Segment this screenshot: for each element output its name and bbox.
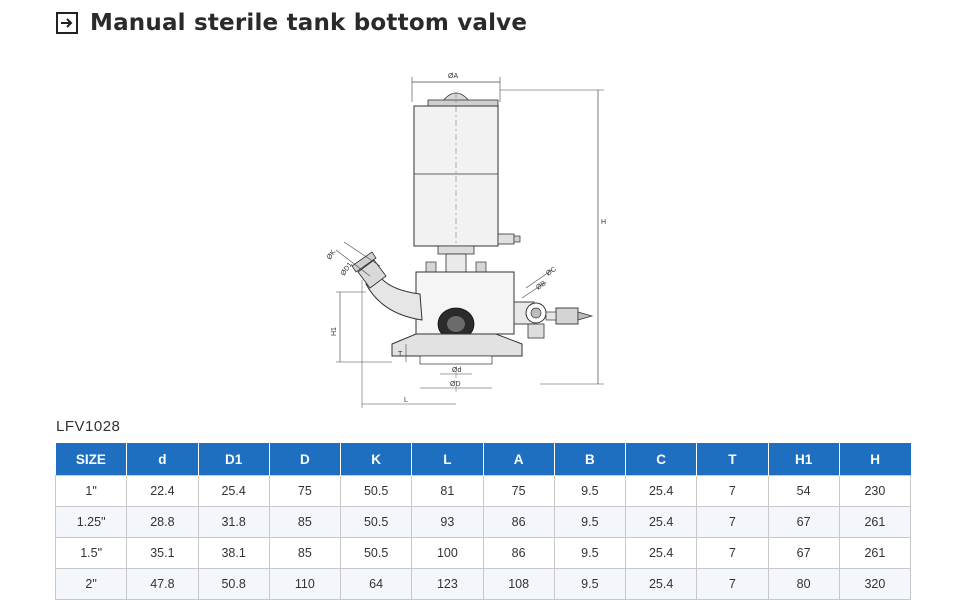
label-phiB: ØB [535, 280, 548, 292]
table-header-row: SIZE d D1 D K L A B C T H1 H [55, 443, 911, 476]
header-d1: D1 [198, 443, 270, 476]
table-cell: 7 [696, 475, 769, 507]
label-phiK: ØK [326, 249, 338, 262]
header-d: d [126, 443, 199, 476]
header-b: B [554, 443, 627, 476]
page-header: Manual sterile tank bottom valve [56, 10, 527, 36]
table-cell: 100 [411, 537, 484, 569]
label-T: T [398, 351, 403, 358]
table-cell: 261 [838, 537, 912, 569]
table-cell: 75 [268, 475, 342, 507]
table-cell: 9.5 [553, 475, 627, 507]
table-cell: 81 [411, 475, 484, 507]
table-cell: 25.4 [624, 568, 698, 600]
table-row: 1" 22.4 25.4 75 50.5 81 75 9.5 25.4 7 54… [54, 475, 912, 507]
table-cell: 47.8 [126, 568, 199, 600]
label-L: L [404, 397, 408, 404]
table-cell: 9.5 [553, 537, 627, 569]
table-cell: 1.5" [54, 537, 128, 569]
table-cell: 50.5 [339, 475, 413, 507]
label-phiA: ØA [448, 73, 458, 80]
table-cell: 320 [838, 568, 912, 600]
table-cell: 75 [482, 475, 555, 507]
table-cell: 25.4 [197, 475, 270, 507]
valve-drawing-svg: ØA H ØK ØD1 [326, 73, 606, 408]
table-cell: 110 [268, 568, 342, 600]
model-number: LFV1028 [56, 418, 121, 435]
table-cell: 64 [339, 568, 413, 600]
table-cell: 67 [767, 537, 840, 569]
arrow-right-box-icon [56, 12, 78, 34]
header-c: C [625, 443, 698, 476]
table-cell: 2" [54, 568, 128, 600]
table-cell: 28.8 [126, 506, 199, 538]
table-cell: 7 [696, 568, 769, 600]
table-cell: 86 [482, 537, 555, 569]
table-cell: 31.8 [197, 506, 270, 538]
header-a: A [483, 443, 555, 476]
table-cell: 85 [268, 537, 342, 569]
header-size: SIZE [55, 443, 128, 476]
table-cell: 108 [482, 568, 555, 600]
table-row: 2" 47.8 50.8 110 64 123 108 9.5 25.4 7 8… [54, 568, 912, 600]
table-cell: 22.4 [126, 475, 199, 507]
table-cell: 50.5 [339, 537, 413, 569]
table-cell: 7 [696, 506, 769, 538]
header-D: D [269, 443, 342, 476]
label-H1: H1 [331, 327, 338, 336]
table-cell: 230 [838, 475, 912, 507]
table-cell: 50.5 [339, 506, 413, 538]
table-cell: 25.4 [624, 475, 698, 507]
table-cell: 50.8 [197, 568, 270, 600]
table-cell: 1.25" [54, 506, 128, 538]
table-cell: 261 [838, 506, 912, 538]
label-phid: Ød [452, 367, 461, 374]
header-t: T [696, 443, 769, 476]
spec-table: SIZE d D1 D K L A B C T H1 H 1" 22.4 25.… [54, 443, 912, 600]
table-cell: 67 [767, 506, 840, 538]
table-cell: 1" [54, 475, 128, 507]
table-cell: 54 [767, 475, 840, 507]
page-title: Manual sterile tank bottom valve [90, 10, 528, 36]
table-cell: 9.5 [553, 506, 627, 538]
table-cell: 25.4 [624, 506, 698, 538]
table-cell: 38.1 [197, 537, 270, 569]
table-row: 1.25" 28.8 31.8 85 50.5 93 86 9.5 25.4 7… [54, 506, 912, 538]
table-cell: 9.5 [553, 568, 627, 600]
table-cell: 93 [411, 506, 484, 538]
table-cell: 35.1 [126, 537, 199, 569]
header-h1: H1 [768, 443, 840, 476]
table-cell: 123 [411, 568, 484, 600]
label-phiC: ØC [545, 266, 558, 278]
table-cell: 80 [767, 568, 840, 600]
table-cell: 25.4 [624, 537, 698, 569]
header-k: K [340, 443, 413, 476]
label-phiD1: ØD1 [340, 261, 354, 277]
table-cell: 85 [268, 506, 342, 538]
header-h: H [839, 443, 911, 476]
valve-technical-drawing: ØA H ØK ØD1 [300, 62, 620, 412]
table-cell: 7 [696, 537, 769, 569]
table-row: 1.5" 35.1 38.1 85 50.5 100 86 9.5 25.4 7… [54, 537, 912, 569]
table-cell: 86 [482, 506, 555, 538]
label-phiD: ØD [450, 381, 461, 388]
label-H: H [601, 219, 606, 226]
header-l: L [411, 443, 484, 476]
